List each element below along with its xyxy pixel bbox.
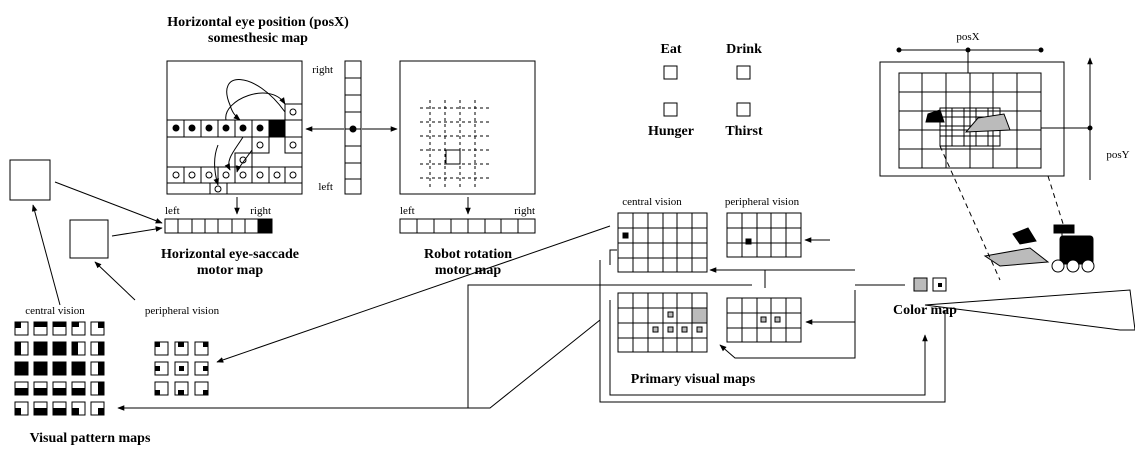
posx-map-title-line1: Horizontal eye position (posX) — [167, 15, 349, 30]
saccade-selection-map — [166, 60, 303, 195]
posx-right-label: right — [312, 64, 333, 76]
posx-axis-label: posX — [956, 31, 979, 43]
peripheral-vision-right-label: peripheral vision — [725, 196, 800, 208]
eat-neuron — [663, 65, 678, 80]
central-vision-right-label: central vision — [622, 196, 682, 208]
color-map-dot — [938, 283, 942, 287]
arrow-peripheral-to-saccade — [111, 226, 163, 237]
rotation-selection-map — [399, 60, 536, 195]
rotation-map-title-line2: motor map — [435, 263, 501, 278]
rotation-motor-strip — [399, 218, 536, 234]
rotation-right-label: right — [514, 205, 535, 217]
posx-somesthesic-strip — [344, 60, 362, 195]
peripheral-vision-square — [69, 219, 109, 259]
visual-pattern-maps-peripheral — [154, 341, 209, 396]
central-vision-square — [9, 159, 51, 201]
rotation-left-label: left — [400, 205, 415, 217]
central-vision-grid-bottom — [617, 292, 708, 353]
color-map-line — [599, 260, 946, 403]
saccade-motor-strip — [164, 218, 273, 234]
posy-axis-label: posY — [1106, 149, 1129, 161]
primary-maps-connections — [609, 237, 928, 396]
hunger-label: Hunger — [648, 124, 694, 139]
drink-neuron — [736, 65, 751, 80]
peripheral-vision-left-label: peripheral vision — [145, 305, 220, 317]
drink-label: Drink — [726, 42, 762, 57]
central-vision-left-label: central vision — [25, 305, 85, 317]
central-vision-grid-top — [617, 212, 708, 273]
peripheral-vision-grid-bottom — [726, 297, 802, 343]
arrow-central-to-saccade — [54, 181, 163, 224]
visual-pattern-maps-title: Visual pattern maps — [30, 431, 151, 446]
visual-pattern-maps-central — [14, 321, 105, 416]
saccade-left-label: left — [165, 205, 180, 217]
rotation-map-title-line1: Robot rotation — [424, 247, 512, 262]
arrow-patterns-to-peripheral — [94, 261, 136, 301]
visual-field-grid — [879, 47, 1093, 281]
pattern-map-connectors — [117, 225, 752, 411]
saccade-map-title-line2: motor map — [197, 263, 263, 278]
robot-scene — [924, 224, 1135, 331]
posx-left-label: left — [318, 181, 333, 193]
peripheral-vision-grid-top — [726, 212, 802, 258]
primary-visual-maps-title: Primary visual maps — [631, 372, 756, 387]
color-map-white-cell — [932, 277, 947, 292]
color-map-gray-cell — [913, 277, 928, 292]
eat-label: Eat — [661, 42, 682, 57]
posx-map-title-line2: somesthesic map — [208, 31, 308, 46]
saccade-map-title-line1: Horizontal eye-saccade — [161, 247, 299, 262]
thirst-neuron — [736, 102, 751, 117]
arrow-patterns-to-central — [31, 204, 61, 306]
saccade-right-label: right — [250, 205, 271, 217]
hunger-neuron — [663, 102, 678, 117]
thirst-label: Thirst — [725, 124, 763, 139]
